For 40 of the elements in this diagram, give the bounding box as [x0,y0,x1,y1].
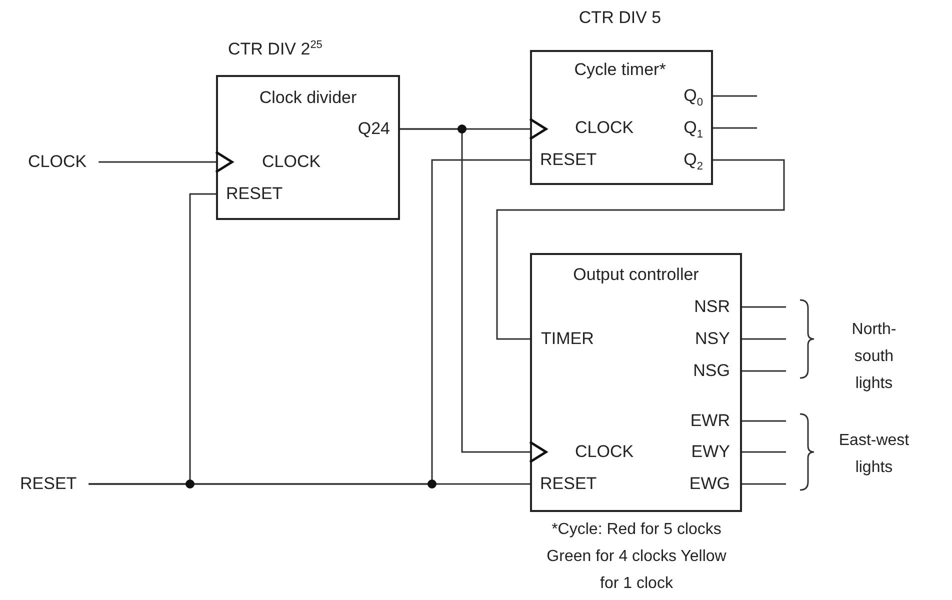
block-heading: CTR DIV 5 [578,8,662,28]
pin-label: EWR [690,411,730,431]
pin-label: Q$_{2}$ [684,150,703,174]
group-label: North-south lights [850,320,898,394]
block-heading: CTR DIV 2$^{25}$ [228,38,322,60]
logic-block [530,253,742,512]
block-title: Output controller [573,265,699,285]
pin-label: Q$_{1}$ [684,118,703,142]
wire [742,420,786,422]
pin-label: EWG [689,474,730,494]
pin-label: CLOCK [575,442,634,462]
pin-label: NSR [694,297,730,317]
wire [742,451,786,453]
signal-label: CLOCK [28,152,87,172]
pin-label: CLOCK [575,118,634,138]
pin-label: NSY [695,329,730,349]
pin-label: EWY [691,442,730,462]
wire [713,95,757,97]
pin-label: RESET [540,150,597,170]
pin-label: CLOCK [262,152,321,172]
wire [400,128,548,464]
wire [742,338,786,340]
wire [742,483,786,485]
wire [742,306,786,308]
wire [713,127,757,129]
wire [98,150,234,174]
wire [496,159,785,340]
pin-label: Q$_{0}$ [684,86,703,110]
group-label: East-west lights [838,431,910,478]
pin-label: RESET [226,184,283,204]
wire [742,370,786,372]
block-title: Cycle timer* [574,60,666,80]
pin-label: RESET [540,474,597,494]
block-title: Clock divider [259,88,357,108]
pin-label: NSG [693,361,730,381]
footnote: *Cycle: Red for 5 clocks Green for 4 clocks Yellow for 1 clock [546,520,728,594]
wire [88,483,530,485]
pin-label: Q24 [358,119,390,139]
pin-label: TIMER [541,329,594,349]
signal-label: RESET [20,474,77,494]
